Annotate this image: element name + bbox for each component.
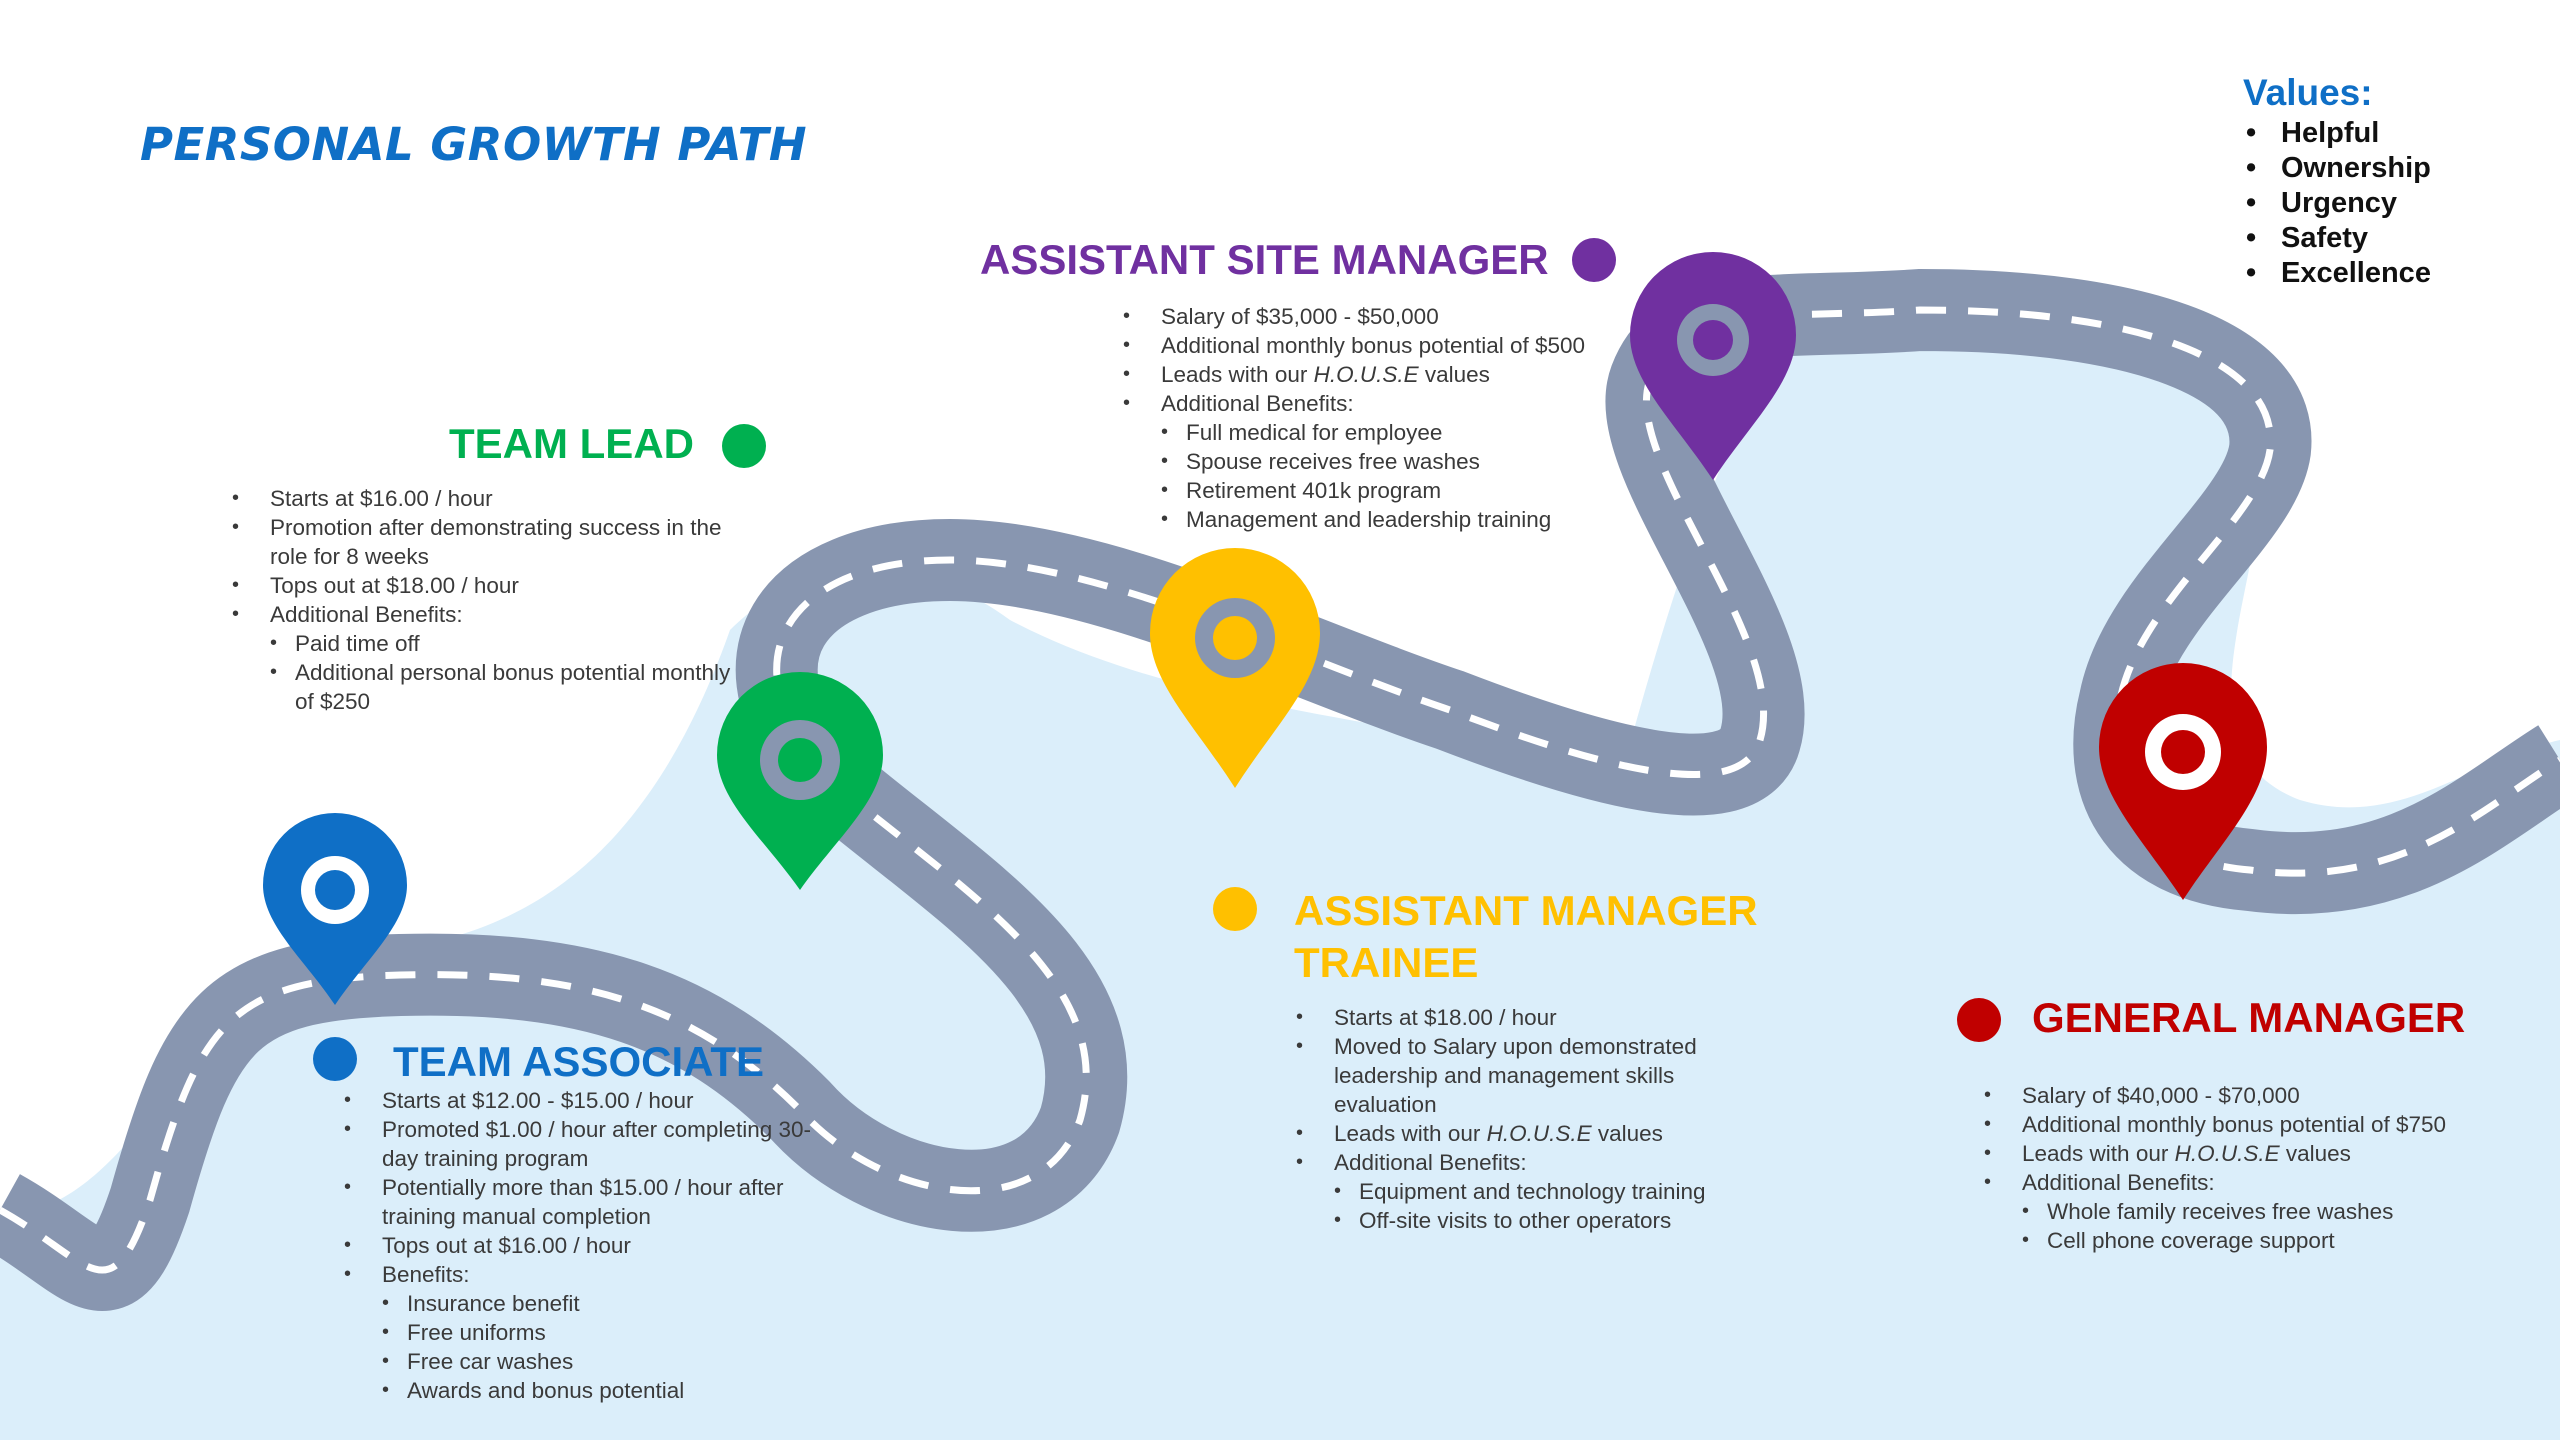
sub-bullet-item: Additional personal bonus potential mont… (270, 658, 752, 716)
bullet-item: Moved to Salary upon demonstrated leader… (1296, 1032, 1766, 1119)
bullet-item: Additional Benefits: (1296, 1148, 1766, 1177)
bullet-item: Additional Benefits: (1123, 389, 1643, 418)
bullet-item: Tops out at $16.00 / hour (344, 1231, 844, 1260)
values-title: Values: (2243, 72, 2373, 113)
team-associate-title: TEAM ASSOCIATE (393, 1038, 765, 1085)
assistant-manager-trainee-dot (1213, 887, 1257, 931)
bullet-item: Starts at $16.00 / hour (232, 484, 752, 513)
pin-icon-assistant-site-manager (1630, 251, 1796, 480)
bullet-item: Leads with our H.O.U.S.E values (1296, 1119, 1766, 1148)
bullet-item: Leads with our H.O.U.S.E values (1123, 360, 1643, 389)
general-manager-details: Salary of $40,000 - $70,000 Additional m… (1984, 1081, 2524, 1255)
bullet-item: Benefits: (344, 1260, 844, 1289)
values-list: Helpful Ownership Urgency Safety Excelle… (2243, 116, 2431, 291)
sub-bullet-item: Off-site visits to other operators (1334, 1206, 1766, 1235)
sub-bullet-item: Retirement 401k program (1161, 476, 1643, 505)
team-associate-details: Starts at $12.00 - $15.00 / hour Promote… (344, 1086, 844, 1405)
assistant-site-manager-title: ASSISTANT SITE MANAGER (980, 236, 1549, 283)
bullet-item: Additional monthly bonus potential of $5… (1123, 331, 1643, 360)
team-lead-details: Starts at $16.00 / hour Promotion after … (232, 484, 752, 716)
sub-bullet-item: Full medical for employee (1161, 418, 1643, 447)
general-manager-dot (1957, 998, 2001, 1042)
page-title: PERSONAL GROWTH PATH (140, 118, 808, 171)
general-manager-title: GENERAL MANAGER (2032, 994, 2466, 1041)
bullet-item: Starts at $12.00 - $15.00 / hour (344, 1086, 844, 1115)
pin-icon-team-lead (717, 671, 883, 890)
assistant-manager-trainee-title: ASSISTANT MANAGER TRAINEE (1294, 885, 1758, 989)
bullet-item: Additional monthly bonus potential of $7… (1984, 1110, 2524, 1139)
values-item: Excellence (2243, 256, 2431, 291)
pin-icon-team-associate (263, 813, 407, 1005)
sub-bullet-item: Management and leadership training (1161, 505, 1643, 534)
values-item: Ownership (2243, 151, 2431, 186)
sub-bullet-item: Awards and bonus potential (382, 1376, 844, 1405)
values-item: Safety (2243, 221, 2431, 256)
bullet-item: Salary of $40,000 - $70,000 (1984, 1081, 2524, 1110)
bullet-item: Salary of $35,000 - $50,000 (1123, 302, 1643, 331)
bullet-item: Tops out at $18.00 / hour (232, 571, 752, 600)
values-item: Helpful (2243, 116, 2431, 151)
sub-bullet-item: Free car washes (382, 1347, 844, 1376)
team-lead-title: TEAM LEAD (449, 420, 694, 467)
title-line: ASSISTANT MANAGER (1294, 887, 1758, 934)
sub-bullet-item: Whole family receives free washes (2022, 1197, 2524, 1226)
assistant-site-manager-dot (1572, 238, 1616, 282)
bullet-item: Potentially more than $15.00 / hour afte… (344, 1173, 844, 1231)
sub-bullet-item: Cell phone coverage support (2022, 1226, 2524, 1255)
pin-icon-assistant-manager-trainee (1150, 548, 1320, 788)
bullet-item: Starts at $18.00 / hour (1296, 1003, 1766, 1032)
assistant-site-manager-details: Salary of $35,000 - $50,000 Additional m… (1123, 302, 1643, 534)
bullet-item: Promotion after demonstrating success in… (232, 513, 752, 571)
bullet-item: Promoted $1.00 / hour after completing 3… (344, 1115, 844, 1173)
sub-bullet-item: Equipment and technology training (1334, 1177, 1766, 1206)
sub-bullet-item: Free uniforms (382, 1318, 844, 1347)
team-associate-dot (313, 1037, 357, 1081)
sub-bullet-item: Spouse receives free washes (1161, 447, 1643, 476)
pin-icon-general-manager (2099, 663, 2267, 900)
bullet-item: Additional Benefits: (232, 600, 752, 629)
sub-bullet-item: Insurance benefit (382, 1289, 844, 1318)
values-item: Urgency (2243, 186, 2431, 221)
bullet-item: Leads with our H.O.U.S.E values (1984, 1139, 2524, 1168)
assistant-manager-trainee-details: Starts at $18.00 / hour Moved to Salary … (1296, 1003, 1766, 1235)
bullet-item: Additional Benefits: (1984, 1168, 2524, 1197)
title-line: TRAINEE (1294, 939, 1479, 986)
sub-bullet-item: Paid time off (270, 629, 752, 658)
team-lead-dot (722, 424, 766, 468)
road-surface (0, 268, 2560, 1311)
values-panel: Values: Helpful Ownership Urgency Safety… (2243, 72, 2431, 291)
